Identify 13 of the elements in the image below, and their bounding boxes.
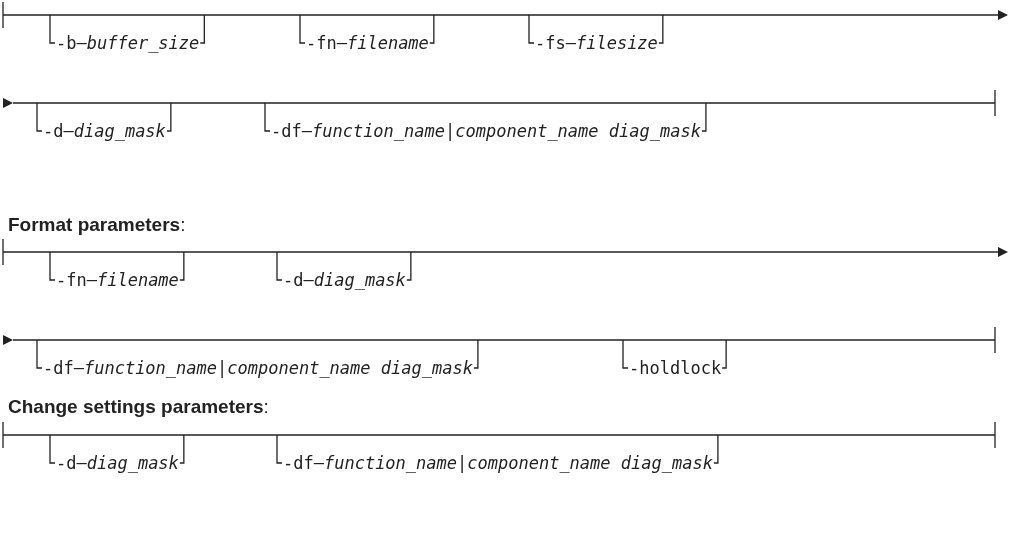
- syntax-option: -d—diag_mask: [56, 453, 179, 473]
- section-heading: Change settings parameters:: [8, 396, 269, 418]
- syntax-option: -fn—filename: [306, 33, 429, 53]
- syntax-option: -d—diag_mask: [43, 121, 166, 141]
- syntax-option: -holdlock: [629, 358, 722, 378]
- syntax-option: -fs—filesize: [535, 33, 658, 53]
- syntax-option: -df—function_name|component_name diag_mask: [271, 121, 701, 141]
- syntax-option: -df—function_name|component_name diag_mask: [283, 453, 713, 473]
- syntax-option: -d—diag_mask: [283, 270, 406, 290]
- section-heading: Format parameters:: [8, 214, 186, 236]
- syntax-option: -fn—filename: [56, 270, 179, 290]
- syntax-option: -b—buffer_size: [56, 33, 200, 53]
- syntax-option: -df—function_name|component_name diag_mask: [43, 358, 473, 378]
